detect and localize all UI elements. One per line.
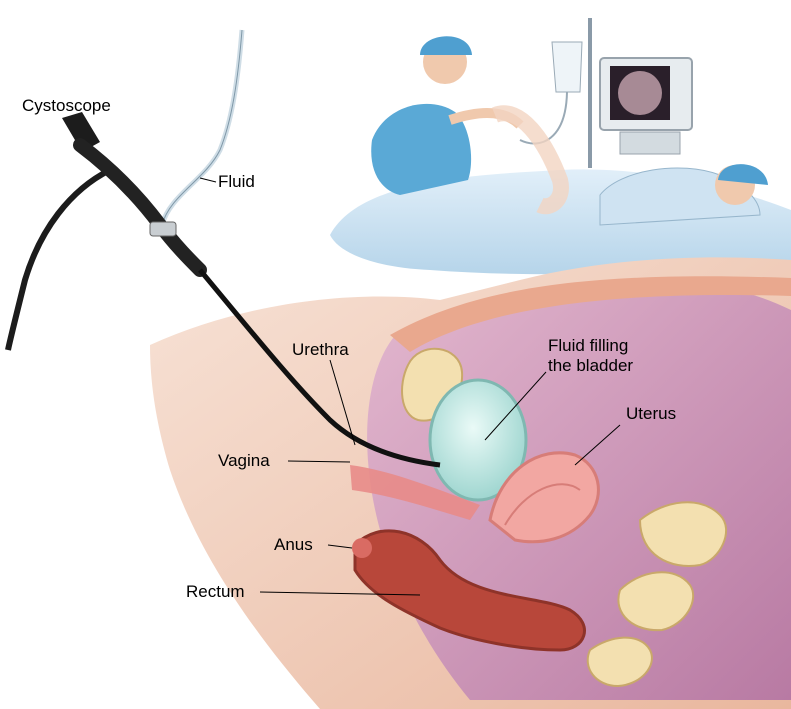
rectum-label: Rectum [186,582,245,601]
scope-cable [5,167,112,351]
iv-bag [551,41,583,93]
cystoscope-instrument [5,112,441,468]
fluid-filling-label-line2: the bladder [548,356,634,375]
scope-shaft [198,268,441,468]
fluid-filling-label-line1: Fluid filling [548,336,629,355]
rectum [353,529,586,652]
anus-label: Anus [274,535,313,554]
procedure-scene [330,18,791,275]
vagina-label: Vagina [218,451,270,470]
fluid-tube [159,29,245,226]
video-monitor [599,57,693,155]
iv-line [519,91,568,145]
patient-figure [492,105,768,226]
bladder [428,378,528,502]
sacrum-bones [586,501,727,688]
fluid-label: Fluid [218,172,255,191]
uterus-label: Uterus [626,404,677,423]
doctor-figure [371,36,524,195]
abdominal-wall [390,276,791,352]
label-leader-lines [199,177,621,596]
anus [352,538,372,558]
cystoscope-label: Cystoscope [22,96,111,115]
scope-eyepiece [62,112,100,152]
iv-pole [588,18,592,168]
vagina-canal [350,465,480,520]
urethra-label: Urethra [292,340,349,359]
scope-body [73,138,207,277]
uterus [488,451,600,544]
